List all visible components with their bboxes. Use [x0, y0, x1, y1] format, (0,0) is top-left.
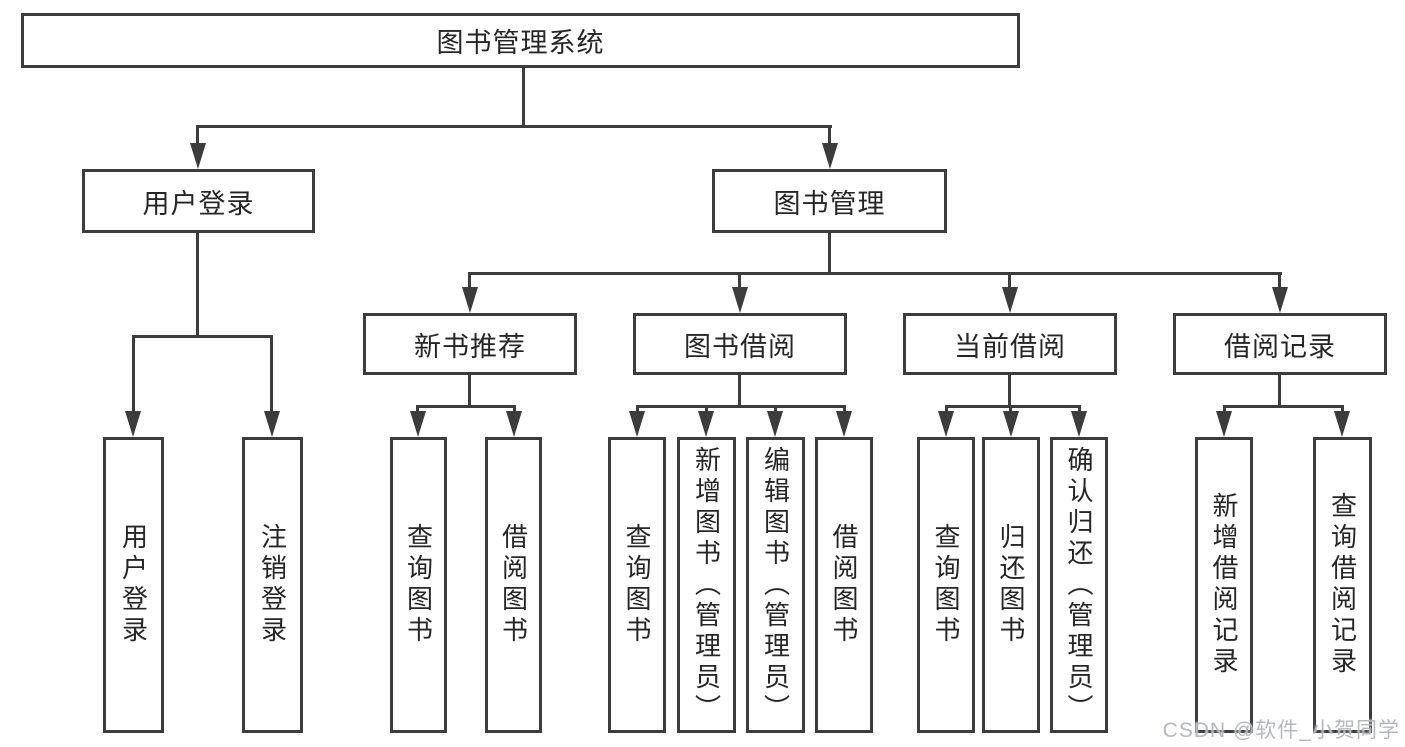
leaf-query-books-borrowing: 查询图书	[608, 437, 666, 733]
connector-line	[468, 375, 471, 405]
node-label: 用户登录	[118, 523, 149, 647]
leaf-query-books-current: 查询图书	[917, 437, 975, 733]
connector-line	[196, 125, 199, 147]
node-label: 查询图书	[931, 523, 961, 647]
connector-line	[774, 405, 777, 415]
leaf-query-borrow-record: 查询借阅记录	[1313, 437, 1372, 733]
connector-line	[1009, 405, 1012, 415]
connector-line	[1078, 405, 1081, 415]
node-label: 查询图书	[622, 523, 652, 647]
connector-line	[945, 405, 948, 415]
node-label: 归还图书	[996, 523, 1026, 647]
connector-line	[513, 405, 516, 415]
arrow-down-icon	[1002, 287, 1018, 313]
node-label: 图书管理	[773, 188, 886, 219]
connector-line	[1278, 272, 1281, 289]
node-label: 图书管理系统	[436, 28, 605, 58]
node-user-login: 用户登录	[82, 169, 315, 233]
node-label: 注销登录	[257, 523, 288, 647]
arrow-down-icon	[938, 411, 954, 437]
arrow-down-icon	[1334, 411, 1350, 437]
arrow-down-icon	[462, 287, 478, 313]
node-book-management: 图书管理	[712, 169, 947, 233]
csdn-watermark: CSDN @软件_小贺同学	[1162, 719, 1400, 742]
node-label: 查询借阅记录	[1327, 492, 1358, 678]
connector-line	[468, 272, 471, 289]
arrow-down-icon	[1003, 411, 1019, 437]
arrow-down-icon	[836, 411, 852, 437]
connector-line	[416, 405, 419, 415]
node-label: 借阅记录	[1224, 331, 1336, 362]
connector-line	[1008, 272, 1011, 289]
leaf-edit-books-admin: 编辑图书（管理员）	[746, 437, 805, 733]
connector-line	[636, 405, 639, 415]
leaf-user-login: 用户登录	[103, 437, 164, 733]
connector-line	[1223, 405, 1344, 408]
node-label: 借阅图书	[829, 523, 859, 647]
connector-line	[828, 125, 831, 147]
node-label: 编辑图书（管理员）	[760, 445, 791, 725]
node-label: 新增图书（管理员）	[691, 445, 722, 725]
node-label: 新增借阅记录	[1209, 492, 1239, 678]
node-new-book-recommendation: 新书推荐	[363, 313, 577, 375]
connector-line	[1223, 405, 1226, 415]
connector-line	[828, 233, 831, 272]
connector-line	[738, 272, 741, 289]
node-label: 借阅图书	[498, 523, 529, 647]
connector-line	[738, 375, 741, 405]
connector-line	[416, 405, 516, 408]
leaf-add-borrow-record: 新增借阅记录	[1195, 437, 1253, 733]
arrow-down-icon	[190, 143, 206, 169]
arrow-down-icon	[125, 411, 141, 437]
leaf-add-books-admin: 新增图书（管理员）	[677, 437, 736, 733]
arrow-down-icon	[629, 411, 645, 437]
connector-line	[945, 405, 1081, 408]
connector-line	[197, 125, 832, 128]
node-label: 图书借阅	[684, 331, 796, 362]
connector-line	[1278, 375, 1281, 405]
node-borrowing-records: 借阅记录	[1173, 313, 1387, 375]
connector-line	[705, 405, 708, 415]
leaf-borrow-books: 借阅图书	[815, 437, 873, 733]
arrow-down-icon	[264, 411, 280, 437]
leaf-borrow-books-recommendation: 借阅图书	[485, 437, 542, 733]
arrow-down-icon	[1216, 411, 1232, 437]
leaf-return-books: 归还图书	[982, 437, 1040, 733]
connector-line	[132, 335, 135, 415]
node-root-library-management-system: 图书管理系统	[21, 13, 1020, 68]
node-label: 确认归还（管理员）	[1064, 445, 1094, 725]
arrow-down-icon	[506, 411, 522, 437]
arrow-down-icon	[410, 411, 426, 437]
arrow-down-icon	[1071, 411, 1087, 437]
node-label: 查询图书	[403, 523, 434, 647]
arrow-down-icon	[822, 143, 838, 169]
arrow-down-icon	[698, 411, 714, 437]
connector-line	[1341, 405, 1344, 415]
connector-line	[636, 405, 846, 408]
connector-line	[1008, 375, 1011, 405]
connector-line	[469, 272, 1282, 275]
node-book-borrowing: 图书借阅	[633, 313, 847, 375]
leaf-query-books-recommendation: 查询图书	[390, 437, 447, 733]
connector-line	[843, 405, 846, 415]
arrow-down-icon	[732, 287, 748, 313]
node-current-borrowing: 当前借阅	[903, 313, 1117, 375]
node-label: 当前借阅	[954, 331, 1066, 362]
leaf-confirm-return-admin: 确认归还（管理员）	[1050, 437, 1108, 733]
connector-line	[196, 233, 199, 335]
node-label: 新书推荐	[414, 331, 526, 362]
connector-line	[522, 68, 525, 125]
connector-line	[132, 335, 273, 338]
leaf-logout: 注销登录	[242, 437, 303, 733]
arrow-down-icon	[1272, 287, 1288, 313]
node-label: 用户登录	[142, 188, 255, 219]
arrow-down-icon	[767, 411, 783, 437]
connector-line	[270, 335, 273, 415]
